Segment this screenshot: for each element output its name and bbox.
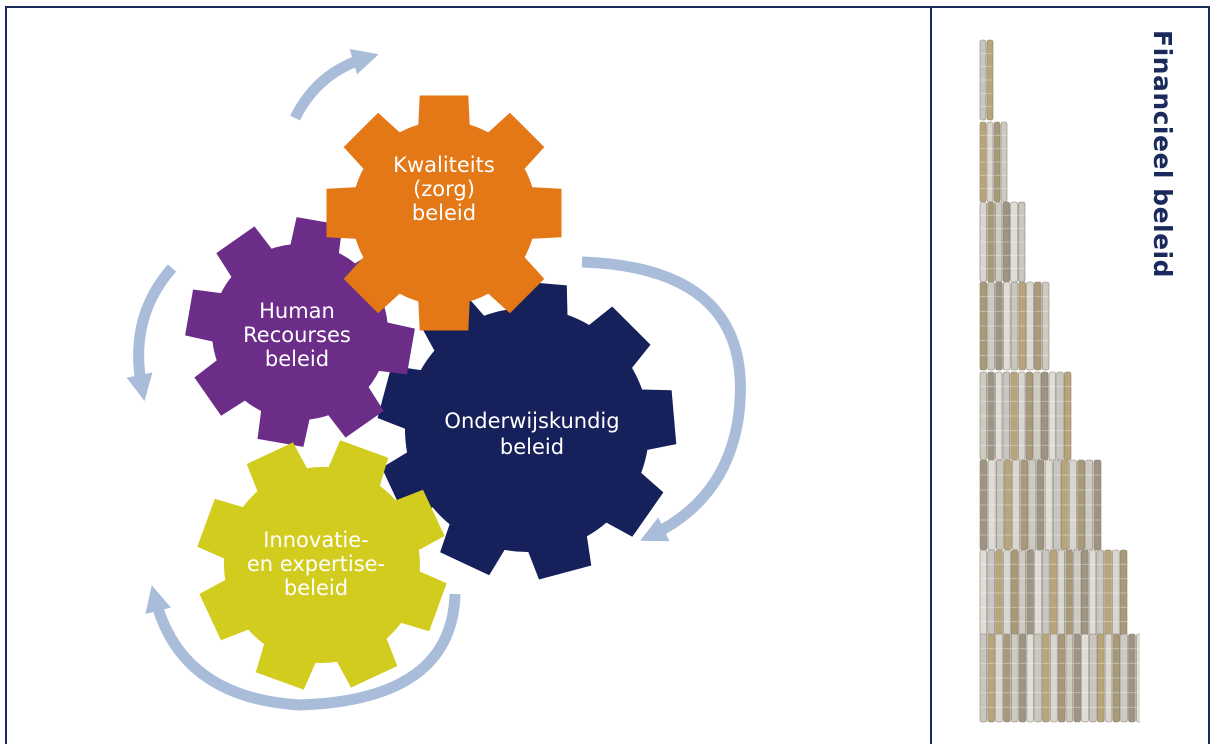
gear-onderwijskundig-shape: [377, 280, 677, 580]
gear-label-line: beleid: [265, 347, 329, 371]
coin-stack: [995, 281, 1003, 371]
coin-stack: [1026, 281, 1034, 371]
gear-label-line: Innovatie-: [263, 528, 369, 552]
coin-stack: [1003, 633, 1011, 723]
coin-stack: [987, 633, 995, 723]
coin-stack: [1081, 633, 1089, 723]
coin-stack: [1057, 633, 1066, 723]
coin-stack: [986, 39, 994, 121]
coin-stack: [1002, 281, 1011, 371]
gear-kwaliteits: Kwaliteits(zorg)beleid: [326, 95, 562, 331]
coin-stack: [1097, 633, 1105, 723]
coin-stack: [1018, 281, 1027, 371]
cycle-arrow-right: [581, 256, 746, 542]
gear-label-line: beleid: [284, 576, 348, 600]
coin-stack: [1136, 633, 1140, 723]
coin-stack: [1056, 371, 1064, 461]
coin-stack: [1089, 633, 1097, 723]
coin-stack: [1033, 371, 1041, 461]
gear-label-line: en expertise-: [247, 552, 385, 576]
coin-stack: [1026, 633, 1035, 723]
stacked-coins-icon: [979, 39, 1140, 723]
panel-divider: [930, 6, 932, 744]
coin-stack: [1077, 459, 1085, 551]
coin-stack: [1052, 459, 1061, 551]
coin-stack: [1069, 459, 1077, 551]
gear-label-line: (zorg): [413, 177, 475, 201]
gear-label-line: Kwaliteits: [393, 153, 495, 177]
coin-stack: [1041, 281, 1050, 371]
coin-stack: [1048, 371, 1056, 461]
coin-stack: [1104, 633, 1113, 723]
coin-stack: [1112, 633, 1120, 723]
coin-stack: [1050, 633, 1058, 723]
coin-stack: [1065, 633, 1074, 723]
gear-label-line: Human: [259, 299, 335, 323]
coin-stack: [1010, 281, 1019, 371]
gear-label-line: beleid: [412, 201, 476, 225]
coin-stack: [1034, 633, 1042, 723]
financieel-beleid-title: Financieel beleid: [1148, 30, 1177, 279]
gear-kwaliteits-shape: [326, 95, 562, 331]
cycle-arrow-top: [290, 49, 379, 121]
gear-innovatie-shape: [197, 440, 447, 690]
gear-label-line: Onderwijskundig: [444, 409, 619, 433]
coin-stack: [1018, 633, 1027, 723]
coin-stack: [1044, 459, 1053, 551]
gear-innovatie-label: Innovatie-en expertise-beleid: [247, 528, 385, 600]
coin-stack: [1120, 633, 1128, 723]
page-frame: [5, 6, 1210, 744]
gear-kwaliteits-label: Kwaliteits(zorg)beleid: [393, 153, 495, 225]
coin-stack: [1042, 633, 1050, 723]
coin-stack: [995, 633, 1003, 723]
coin-stack: [1128, 633, 1136, 723]
coin-stack: [1010, 633, 1019, 723]
coin-stack: [979, 633, 988, 723]
cycle-arrow-bottom: [145, 585, 461, 711]
coin-stack: [979, 39, 987, 121]
coin-stack: [1041, 371, 1049, 461]
coin-stack: [987, 281, 995, 371]
gear-innovatie: Innovatie-en expertise-beleid: [197, 440, 447, 690]
cycle-arrow-left: [126, 264, 177, 401]
coin-stack: [979, 281, 988, 371]
gear-label-line: Recourses: [243, 323, 351, 347]
coin-stack: [1034, 281, 1042, 371]
coin-stack: [1025, 371, 1033, 461]
coin-stack: [1073, 633, 1081, 723]
coin-stack: [1061, 459, 1069, 551]
coin-stack: [1085, 459, 1094, 551]
gear-label-line: beleid: [500, 435, 564, 459]
